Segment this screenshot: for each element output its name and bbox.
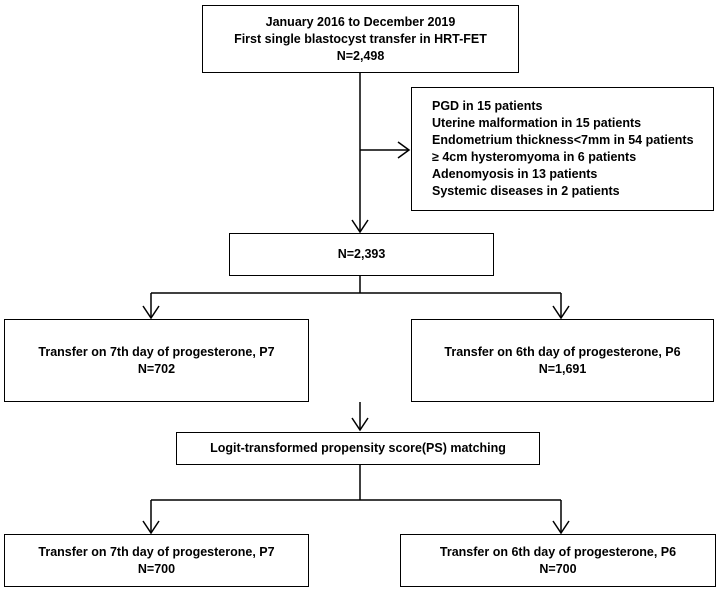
exclusion-box: PGD in 15 patients Uterine malformation … [411, 87, 714, 211]
exclusion-item: Adenomyosis in 13 patients [432, 167, 598, 181]
p7-after-box: Transfer on 7th day of progesterone, P7 … [4, 534, 309, 587]
p6-before-label: Transfer on 6th day of progesterone, P6 [444, 344, 681, 359]
p7-before-box: Transfer on 7th day of progesterone, P7 … [4, 319, 309, 402]
eligible-count: N=2,393 [337, 247, 386, 261]
start-description: First single blastocyst transfer in HRT-… [234, 31, 487, 46]
p6-before-box: Transfer on 6th day of progesterone, P6 … [411, 319, 714, 402]
p6-before-count: N=1,691 [538, 361, 587, 376]
start-period: January 2016 to December 2019 [265, 14, 456, 29]
p7-after-count: N=700 [137, 561, 176, 576]
p7-before-count: N=702 [137, 361, 176, 376]
p6-after-label: Transfer on 6th day of progesterone, P6 [439, 544, 677, 559]
exclusion-item: Systemic diseases in 2 patients [432, 184, 620, 198]
exclusion-item: Endometrium thickness<7mm in 54 patients [432, 133, 694, 147]
eligible-box: N=2,393 [229, 233, 494, 276]
p6-after-count: N=700 [539, 561, 577, 576]
p7-after-label: Transfer on 7th day of progesterone, P7 [38, 544, 275, 559]
exclusion-item: PGD in 15 patients [432, 99, 543, 113]
p7-before-label: Transfer on 7th day of progesterone, P7 [38, 344, 275, 359]
start-box: January 2016 to December 2019 First sing… [202, 5, 519, 73]
p6-after-box: Transfer on 6th day of progesterone, P6 … [400, 534, 716, 587]
exclusion-item: ≥ 4cm hysteromyoma in 6 patients [432, 150, 637, 164]
start-count: N=2,498 [336, 48, 385, 63]
matching-box: Logit-transformed propensity score(PS) m… [176, 432, 540, 465]
exclusion-item: Uterine malformation in 15 patients [432, 116, 642, 130]
matching-label: Logit-transformed propensity score(PS) m… [210, 441, 506, 455]
